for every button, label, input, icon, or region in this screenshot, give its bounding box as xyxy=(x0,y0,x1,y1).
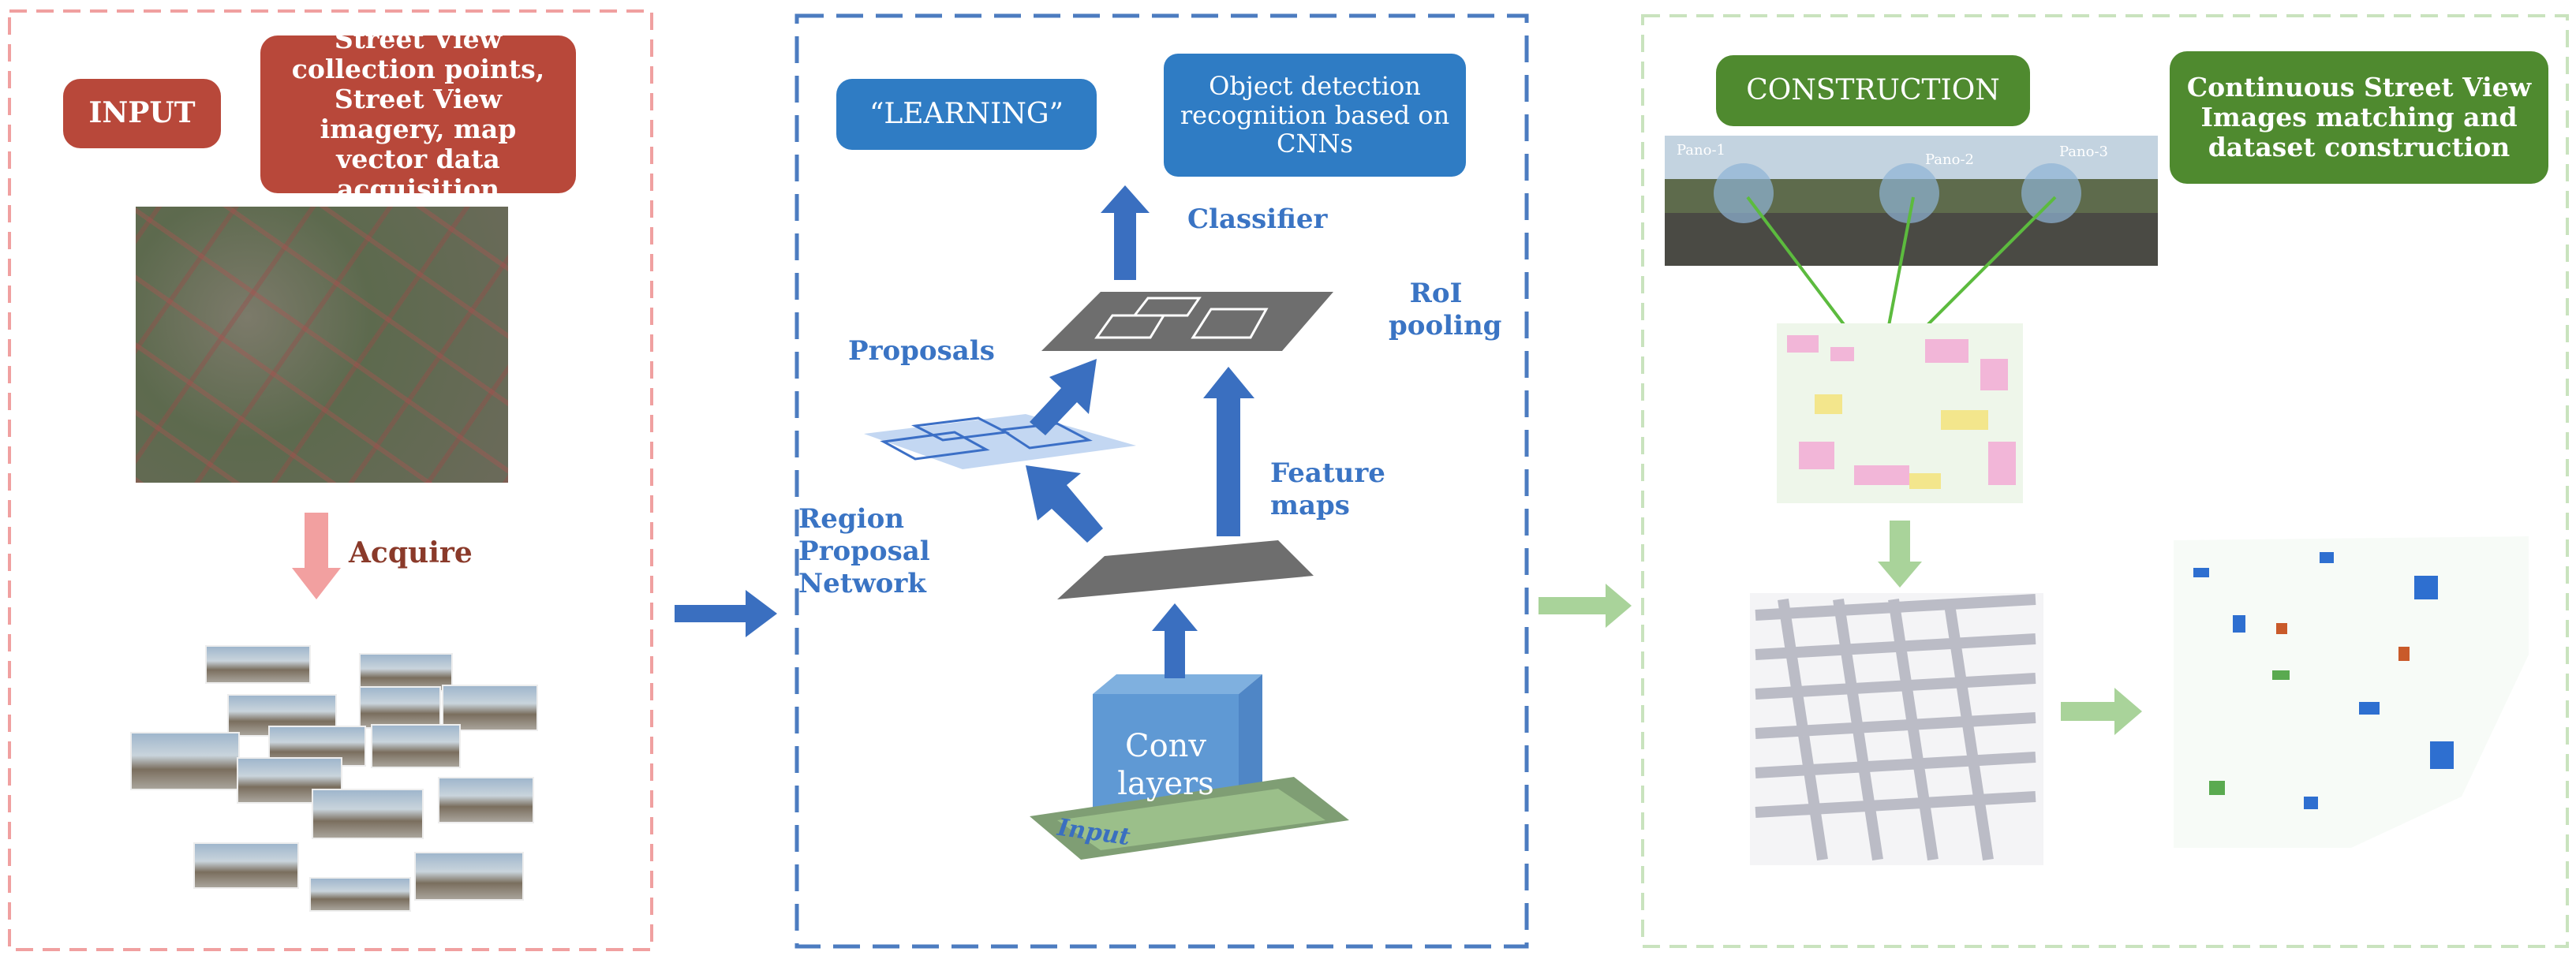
building-footprint-map xyxy=(1750,593,2043,865)
learning-description: Object detection recognition based on CN… xyxy=(1164,54,1466,177)
construction-panel-border xyxy=(1641,14,2569,948)
pano-3-label: Pano-3 xyxy=(2059,144,2108,160)
feature-to-roi-arrow xyxy=(1203,367,1254,536)
acquire-arrow xyxy=(292,513,341,599)
rpn-label: Region Proposal Network xyxy=(798,503,930,599)
street-view-thumbnail xyxy=(312,789,424,839)
input-image-plane xyxy=(1030,777,1349,860)
pano-2-label: Pano-2 xyxy=(1925,151,1974,168)
roi-pooling-plane xyxy=(1041,292,1333,351)
learning-to-construction-arrow xyxy=(1538,584,1632,628)
input-tag: INPUT xyxy=(63,79,221,148)
street-view-thumbnail xyxy=(205,645,311,684)
street-view-thumbnail xyxy=(309,877,411,912)
construction-description: Continuous Street View Images matching a… xyxy=(2170,51,2548,184)
feature-maps-label: Feature maps xyxy=(1270,457,1385,521)
panorama-strip xyxy=(1665,136,2158,266)
aerial-image xyxy=(136,207,508,483)
proposals-to-roi-arrow xyxy=(1030,359,1097,435)
street-view-thumbnail xyxy=(193,842,299,889)
street-view-thumbnail xyxy=(359,686,441,729)
input-to-learning-arrow xyxy=(675,590,777,637)
roi-to-classifier-arrow xyxy=(1101,185,1150,280)
roi-pooling-label: RoI pooling xyxy=(1389,278,1502,342)
rpn-arrow xyxy=(1026,465,1103,543)
street-view-thumbnail xyxy=(438,777,534,823)
pano-1-label: Pano-1 xyxy=(1677,142,1725,159)
construction-tag: CONSTRUCTION xyxy=(1716,55,2030,126)
input-panel-border xyxy=(8,9,653,951)
proposals-plane xyxy=(864,414,1136,469)
conv-layers-label: Conv layers xyxy=(1117,728,1214,802)
proposals-label: Proposals xyxy=(848,335,995,367)
learning-panel-border xyxy=(794,13,1529,949)
classifier-label: Classifier xyxy=(1187,203,1328,235)
street-view-thumbnail xyxy=(371,724,461,768)
street-view-thumbnail xyxy=(130,732,240,790)
dataset-map xyxy=(2174,536,2529,848)
construction-right-arrow xyxy=(2061,688,2142,735)
conv-to-feature-arrow xyxy=(1152,603,1198,678)
construction-down-arrow xyxy=(1878,521,1922,588)
input-description: Street View collection points, Street Vi… xyxy=(260,24,576,203)
learning-tag: “LEARNING” xyxy=(836,79,1097,150)
feature-map-plane xyxy=(1057,540,1314,599)
street-view-thumbnail xyxy=(414,852,524,901)
street-view-thumbnail xyxy=(442,685,538,731)
acquire-label: Acquire xyxy=(349,536,473,569)
vector-map xyxy=(1777,323,2023,503)
